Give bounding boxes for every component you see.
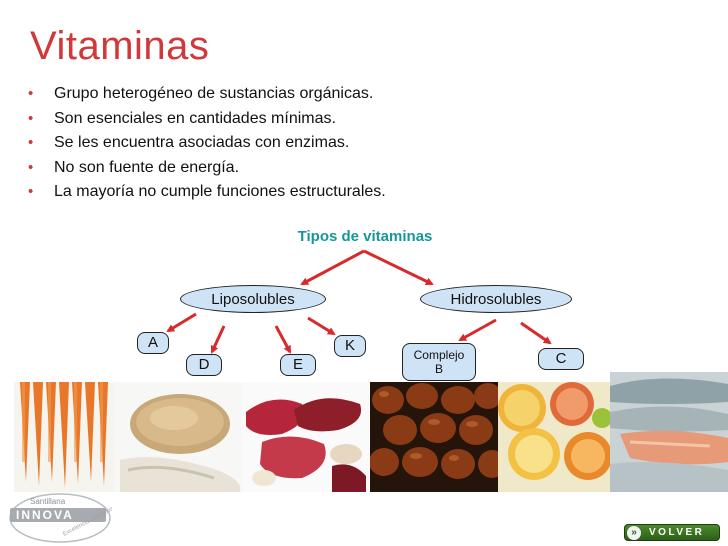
vitamin-e-label: E <box>292 356 303 373</box>
meat-photo <box>242 382 370 492</box>
complejo-b-box: Complejo B <box>402 343 476 381</box>
hidrosolubles-oval: Hidrosolubles <box>420 285 572 313</box>
vitamin-a-label: A <box>147 334 158 351</box>
vitamin-k-box: K <box>334 335 366 357</box>
arrow-to-a <box>166 312 197 333</box>
bullet-text: Se les encuentra asociadas con enzimas. <box>54 134 350 151</box>
logo-text-innova: INNOVA <box>16 508 74 522</box>
bullet-item: • Se les encuentra asociadas con enzimas. <box>28 133 386 158</box>
carrots-image <box>14 382 114 492</box>
arrow-to-d <box>210 325 226 354</box>
bullet-text: Grupo heterogéneo de sustancias orgánica… <box>54 85 374 102</box>
vitamin-e-box: E <box>280 354 316 376</box>
vitamin-k-label: K <box>344 337 355 354</box>
grains-photo <box>114 382 242 492</box>
bullet-icon: • <box>28 109 34 127</box>
bullet-icon: • <box>28 183 34 200</box>
bullet-icon: • <box>28 134 34 151</box>
liposolubles-oval: Liposolubles <box>180 285 326 313</box>
liposolubles-label: Liposolubles <box>211 290 295 308</box>
vitamin-c-box: C <box>538 348 584 370</box>
fish-photo <box>610 372 728 492</box>
logo-text-santillana: Santillana <box>30 497 66 506</box>
grains-image <box>114 382 242 492</box>
hidrosolubles-label: Hidrosolubles <box>450 290 542 308</box>
complejo-label: Complejo <box>413 348 465 362</box>
fish-image <box>610 372 728 492</box>
volver-button[interactable]: » VOLVER <box>624 524 720 541</box>
meat-image <box>242 382 370 492</box>
citrus-photo <box>498 382 610 492</box>
chevron-right-icon: » <box>627 525 641 540</box>
arrow-to-c <box>520 321 552 345</box>
bullet-text: La mayoría no cumple funciones estructur… <box>54 183 386 200</box>
volver-label: VOLVER <box>649 527 705 538</box>
bullet-text: Son esenciales en cantidades mínimas. <box>54 109 336 127</box>
bullet-icon: • <box>28 85 34 102</box>
bullet-text: No son fuente de energía. <box>54 158 240 176</box>
logo-image: Santillana INNOVA Excelencia educativa <box>9 493 115 543</box>
arrow-to-e <box>274 325 292 354</box>
vitamin-d-box: D <box>186 354 222 376</box>
diagram-heading: Tipos de vitaminas <box>297 228 433 245</box>
citrus-image <box>498 382 610 492</box>
carrots-photo <box>14 382 114 492</box>
arrow-to-liposolubles <box>300 249 365 286</box>
bullet-item: • No son fuente de energía. <box>28 158 386 183</box>
vitamin-d-label: D <box>198 356 210 373</box>
arrow-to-hidrosolubles <box>363 249 434 286</box>
bullet-list: • Grupo heterogéneo de sustancias orgánic… <box>28 84 386 207</box>
arrow-to-complejo-b <box>458 318 497 342</box>
bullet-item: • Son esenciales en cantidades mínimas. <box>28 109 386 134</box>
chestnuts-photo <box>370 382 498 492</box>
chestnuts-image <box>370 382 498 492</box>
arrow-to-k <box>307 316 336 336</box>
bullet-item: • La mayoría no cumple funciones estructu… <box>28 182 386 207</box>
complejo-b-letter: B <box>434 362 443 376</box>
slide-title: Vitaminas <box>30 24 210 68</box>
vitamin-a-box: A <box>137 332 169 354</box>
vitamin-c-label: C <box>555 350 567 367</box>
bullet-item: • Grupo heterogéneo de sustancias orgánic… <box>28 84 386 109</box>
bullet-icon: • <box>28 158 34 176</box>
santillana-innova-logo: Santillana INNOVA Excelencia educativa <box>4 488 115 544</box>
